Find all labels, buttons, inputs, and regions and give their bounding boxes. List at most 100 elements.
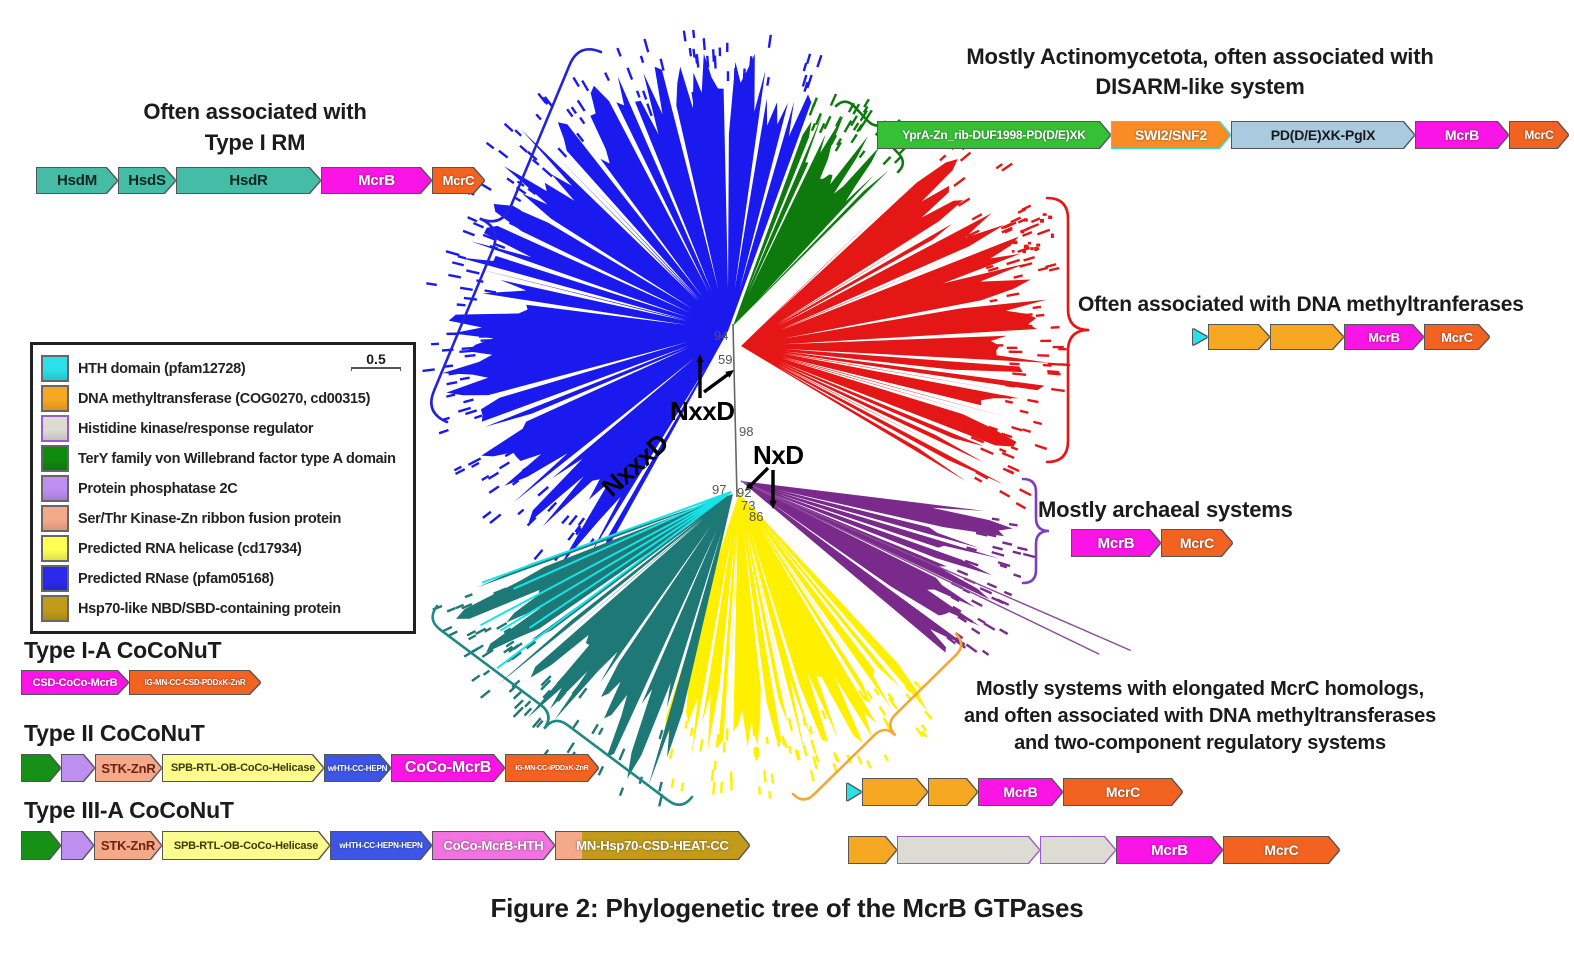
tip-fuzz bbox=[542, 749, 550, 757]
tip-fuzz bbox=[729, 771, 733, 782]
tip-fuzz bbox=[776, 734, 781, 747]
tip-fuzz bbox=[482, 669, 491, 676]
tip-fuzz bbox=[531, 717, 542, 729]
support-value: 73 bbox=[741, 498, 756, 513]
tip-fuzz bbox=[726, 42, 729, 52]
motif-arrow-head bbox=[725, 370, 734, 378]
tip-fuzz bbox=[571, 685, 580, 695]
legend-item: Ser/Thr Kinase-Zn ribbon fusion protein bbox=[41, 505, 405, 532]
gene-arrow-shape bbox=[929, 779, 977, 805]
tip-fuzz bbox=[882, 155, 892, 166]
elongated-heading-line1: Mostly systems with elongated McrC homol… bbox=[976, 678, 1424, 700]
tip-fuzz bbox=[926, 620, 939, 631]
tip-fuzz bbox=[1037, 266, 1049, 272]
tip-fuzz bbox=[990, 312, 1000, 317]
tip-fuzz bbox=[438, 428, 449, 435]
legend-box: 0.5 HTH domain (pfam12728)DNA methyltran… bbox=[30, 342, 416, 634]
tip-fuzz bbox=[802, 717, 807, 727]
legend-item: TerY family von Willebrand factor type A… bbox=[41, 445, 405, 472]
tip-fuzz bbox=[542, 689, 551, 699]
tip-fuzz bbox=[604, 72, 611, 82]
tip-fuzz bbox=[459, 286, 473, 291]
tip-fuzz bbox=[810, 123, 817, 132]
dna-mtase-heading: Often associated with DNA methyltranfera… bbox=[1078, 293, 1524, 316]
tip-fuzz bbox=[442, 625, 453, 633]
tip-fuzz bbox=[802, 745, 808, 757]
tip-fuzz bbox=[465, 409, 478, 416]
tip-fuzz bbox=[684, 720, 689, 729]
support-value: 92 bbox=[737, 485, 752, 500]
gene-arrow bbox=[898, 837, 1039, 863]
gene-arrow-shape: SPB-RTL-OB-CoCo-Helicase bbox=[163, 755, 323, 781]
legend-item: Histidine kinase/response regulator bbox=[41, 415, 405, 442]
motif-nxxd: NxxD bbox=[670, 396, 735, 426]
tip-fuzz bbox=[625, 108, 632, 118]
tip-fuzz bbox=[752, 724, 756, 737]
motif-nxd: NxD bbox=[753, 440, 804, 470]
tree-trunk bbox=[732, 323, 738, 498]
tip-fuzz bbox=[893, 155, 902, 164]
legend-item: Hsp70-like NBD/SBD-containing protein bbox=[41, 595, 405, 622]
tip-fuzz bbox=[1004, 228, 1013, 234]
tip-fuzz bbox=[494, 242, 506, 249]
gene-arrow-shape: IG-MN-CC-iPDDxK-ZnR bbox=[506, 755, 598, 781]
tip-fuzz bbox=[463, 649, 476, 658]
red-speckle bbox=[1027, 241, 1032, 245]
tip-fuzz bbox=[726, 71, 730, 82]
tip-fuzz bbox=[443, 364, 454, 369]
tip-fuzz bbox=[473, 604, 484, 612]
tip-fuzz bbox=[446, 393, 456, 398]
tip-fuzz bbox=[1013, 573, 1022, 579]
gene-arrow-shape: SPB-RTL-OB-CoCo-Helicase bbox=[163, 832, 329, 859]
tip-fuzz bbox=[713, 760, 717, 771]
tip-fuzz bbox=[541, 96, 549, 105]
tip-fuzz bbox=[809, 769, 815, 782]
gene-arrow-swi2-snf2: SWI2/SNF2 bbox=[1112, 122, 1230, 148]
tip-fuzz bbox=[577, 517, 586, 526]
tip-fuzz bbox=[467, 457, 482, 466]
legend-item: Protein phosphatase 2C bbox=[41, 475, 405, 502]
tip-fuzz bbox=[527, 187, 537, 195]
tip-fuzz bbox=[850, 133, 858, 144]
tip-fuzz bbox=[1052, 345, 1064, 349]
tip-fuzz bbox=[816, 54, 823, 68]
tip-fuzz bbox=[957, 197, 971, 207]
tip-fuzz bbox=[992, 545, 1003, 551]
tip-fuzz bbox=[1010, 216, 1022, 224]
tip-fuzz bbox=[1012, 372, 1027, 377]
legend-swatch bbox=[41, 355, 69, 382]
gene-arrow-shape: McrC bbox=[433, 168, 484, 193]
tip-fuzz bbox=[1006, 258, 1021, 266]
tip-fuzz bbox=[468, 634, 477, 641]
clade-red bbox=[741, 159, 1050, 485]
tip-fuzz bbox=[481, 474, 490, 482]
gene-arrow-coco-mcrb-hth: CoCo-McrB-HTH bbox=[433, 832, 554, 859]
type-i-rm-heading-line1: Often associated with bbox=[143, 99, 367, 124]
tip-fuzz bbox=[888, 697, 899, 710]
tip-fuzz bbox=[446, 606, 456, 613]
tip-fuzz bbox=[570, 106, 578, 115]
scale-bar: 0.5 bbox=[351, 351, 401, 371]
tip-fuzz bbox=[523, 707, 533, 717]
gene-arrow-whth-cc-hepn-hepn: wHTH-CC-HEPN-HEPN bbox=[331, 832, 431, 859]
tip-fuzz bbox=[463, 398, 474, 404]
tip-fuzz bbox=[462, 229, 476, 237]
gene-arrow-shape: McrC bbox=[1425, 325, 1489, 349]
clade-teal bbox=[456, 494, 733, 786]
tip-fuzz bbox=[576, 99, 586, 112]
tip-fuzz bbox=[1011, 426, 1023, 432]
legend-swatch bbox=[41, 565, 69, 592]
gene-arrow-shape bbox=[1193, 329, 1207, 345]
tip-fuzz bbox=[834, 753, 840, 763]
tip-fuzz bbox=[1019, 409, 1029, 414]
tip-fuzz bbox=[939, 154, 947, 162]
gene-arrow-spb-rtl-ob-coco-helicase: SPB-RTL-OB-CoCo-Helicase bbox=[163, 755, 323, 781]
tip-fuzz bbox=[472, 644, 484, 653]
tip-fuzz bbox=[568, 514, 578, 526]
tip-fuzz bbox=[858, 150, 866, 159]
tip-fuzz bbox=[1003, 590, 1013, 597]
tip-fuzz bbox=[461, 346, 474, 351]
